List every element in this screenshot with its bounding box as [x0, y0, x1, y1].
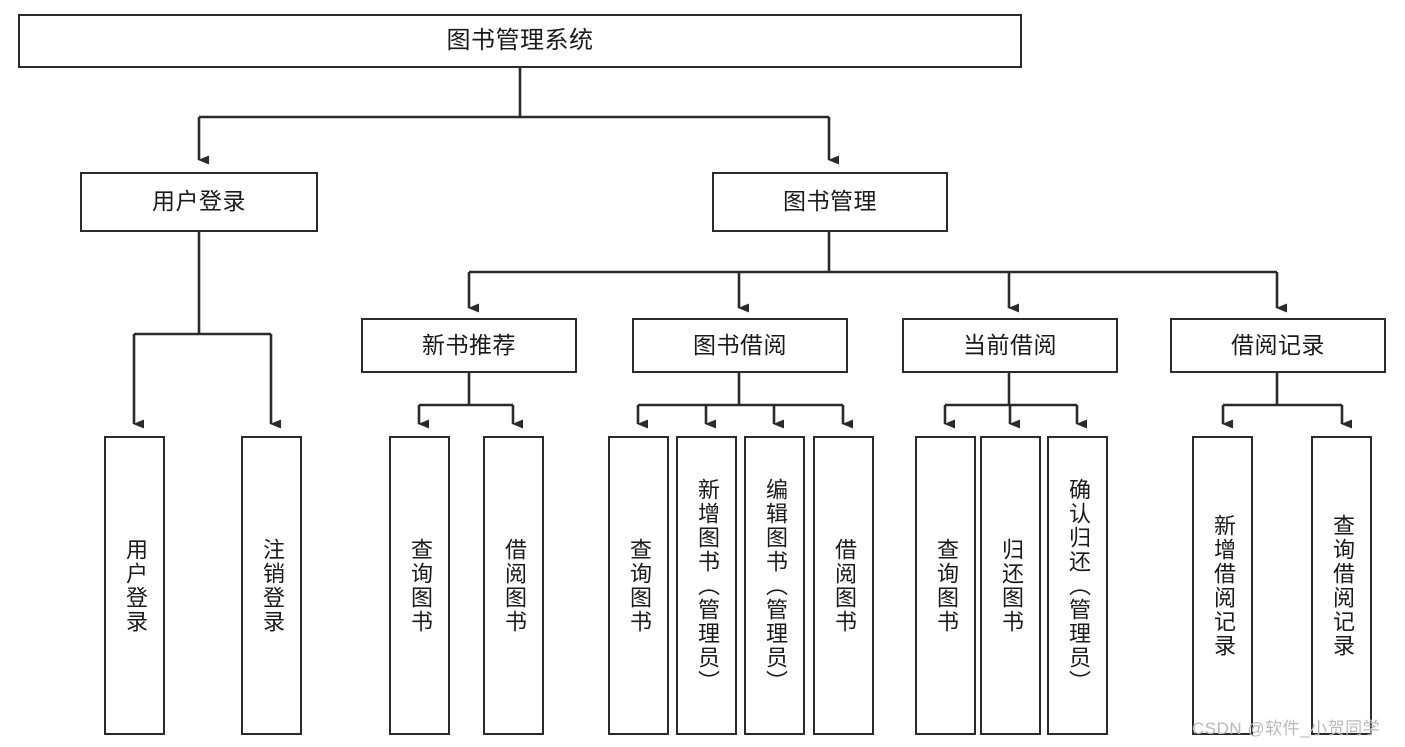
node-current-borrow[interactable]: 当前借阅	[902, 318, 1118, 373]
node-borrow-record[interactable]: 借阅记录	[1170, 318, 1386, 373]
node-user-login[interactable]: 用户登录	[80, 172, 318, 232]
node-leaf-add-book[interactable]: 新增图书（管理员）	[676, 436, 737, 735]
node-leaf-return-book[interactable]: 归还图书	[980, 436, 1041, 735]
edges-root-to-level2	[197, 68, 839, 165]
node-new-book-recommend[interactable]: 新书推荐	[361, 318, 577, 373]
csdn-watermark: CSDN @软件_小贺同学	[1192, 719, 1381, 738]
node-current-borrow-label: 当前借阅	[963, 331, 1057, 358]
node-leaf-query-book-3[interactable]: 查询图书	[915, 436, 976, 735]
node-leaf-confirm-return[interactable]: 确认归还（管理员）	[1047, 436, 1108, 735]
node-leaf-query-book-2[interactable]: 查询图书	[608, 436, 669, 735]
node-leaf-query-book-1-label: 查询图书	[407, 537, 433, 634]
node-leaf-query-record-label: 查询借阅记录	[1329, 513, 1355, 658]
node-leaf-edit-book-label: 编辑图书（管理员）	[762, 477, 788, 694]
node-borrow-record-label: 借阅记录	[1231, 331, 1325, 358]
node-root-label: 图书管理系统	[446, 26, 594, 54]
node-leaf-return-book-label: 归还图书	[998, 537, 1024, 634]
node-leaf-query-book-1[interactable]: 查询图书	[389, 436, 450, 735]
node-leaf-query-record[interactable]: 查询借阅记录	[1311, 436, 1372, 735]
node-leaf-logout-login-label: 注销登录	[259, 537, 285, 634]
edges-borrowrecord-to-leaves	[1221, 373, 1352, 429]
node-leaf-logout-login[interactable]: 注销登录	[241, 436, 302, 735]
edges-bookborrow-to-leaves	[636, 373, 853, 429]
node-leaf-edit-book[interactable]: 编辑图书（管理员）	[744, 436, 805, 735]
node-book-manage[interactable]: 图书管理	[712, 172, 948, 232]
node-leaf-query-book-2-label: 查询图书	[626, 537, 652, 634]
node-leaf-confirm-return-label: 确认归还（管理员）	[1065, 477, 1091, 694]
node-leaf-borrow-book-1-label: 借阅图书	[501, 537, 527, 634]
node-leaf-add-record-label: 新增借阅记录	[1210, 513, 1236, 658]
node-leaf-borrow-book-2[interactable]: 借阅图书	[813, 436, 874, 735]
node-book-manage-label: 图书管理	[783, 188, 877, 215]
node-user-login-label: 用户登录	[152, 188, 246, 215]
edges-bookmanage-to-level3	[467, 232, 1287, 313]
node-leaf-add-book-label: 新增图书（管理员）	[694, 477, 720, 694]
edges-currentborrow-to-leaves	[943, 373, 1087, 429]
node-new-book-recommend-label: 新书推荐	[422, 331, 516, 358]
node-leaf-user-login[interactable]: 用户登录	[104, 436, 165, 735]
node-book-borrow-label: 图书借阅	[693, 331, 787, 358]
edges-userlogin-to-leaves	[132, 232, 281, 429]
node-leaf-user-login-label: 用户登录	[122, 537, 148, 634]
node-root[interactable]: 图书管理系统	[18, 14, 1022, 68]
node-book-borrow[interactable]: 图书借阅	[632, 318, 848, 373]
edges-newbook-to-leaves	[417, 373, 523, 429]
node-leaf-add-record[interactable]: 新增借阅记录	[1192, 436, 1253, 735]
node-leaf-borrow-book-1[interactable]: 借阅图书	[483, 436, 544, 735]
node-leaf-query-book-3-label: 查询图书	[933, 537, 959, 634]
node-leaf-borrow-book-2-label: 借阅图书	[831, 537, 857, 634]
